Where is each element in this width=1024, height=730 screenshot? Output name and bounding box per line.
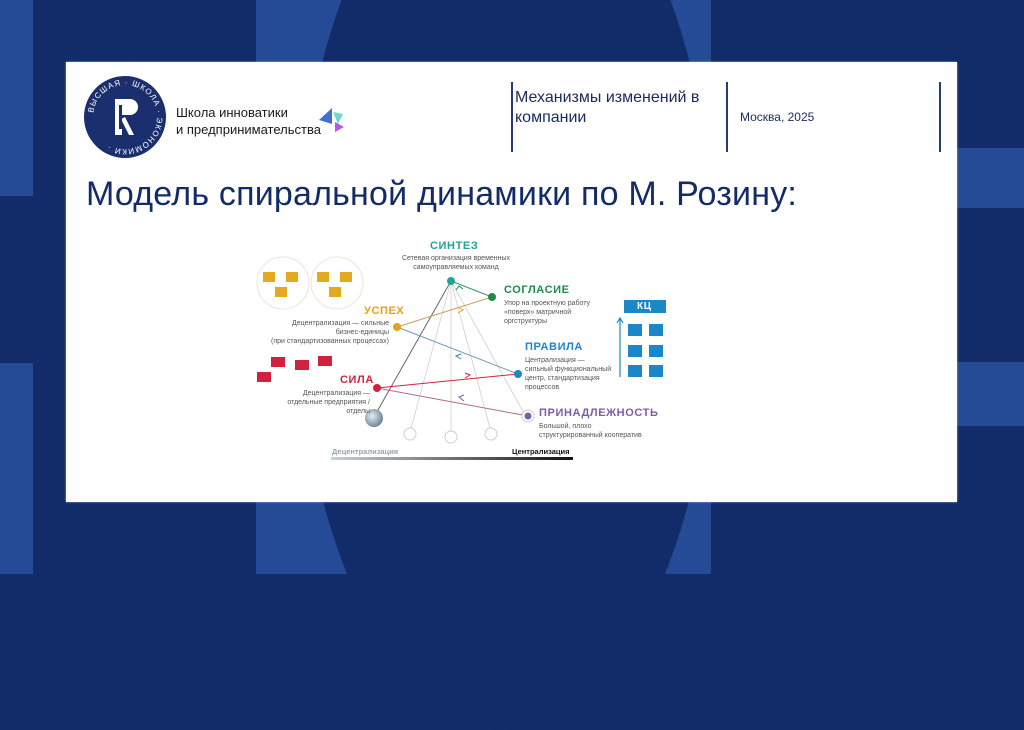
school-triangles-icon	[319, 108, 344, 132]
desc-line: Децентрализация —	[302, 390, 370, 397]
desc-line: структурированный кооператив	[539, 432, 642, 439]
school-name-line2: и предпринимательства	[176, 122, 321, 137]
header-divider-2	[726, 82, 728, 152]
bg-right-strip-2	[957, 362, 1024, 426]
stage-title-uspeh: УСПЕХ	[364, 305, 405, 317]
stage-title-sila: СИЛА	[340, 374, 374, 386]
hse-logo-icon: ВЫСШАЯ · ШКОЛА · ЭКОНОМИКИ ·	[84, 76, 166, 158]
desc-line: центр, стандартизация	[525, 375, 600, 382]
desc-line: Большой, плохо	[539, 423, 592, 430]
spiral-lines	[256, 256, 666, 460]
header-divider-1	[511, 82, 513, 152]
city-year: Москва, 2025	[740, 110, 815, 124]
stage-desc-uspeh: Децентрализация — сильные бизнес-единицы…	[256, 319, 389, 346]
header-divider-3	[939, 82, 941, 152]
spiral-dynamics-diagram: СИНТЕЗ Сетевая организация временных сам…	[246, 237, 686, 467]
stage-desc-prinadlezhnost: Большой, плохо структурированный коопера…	[539, 422, 642, 440]
desc-line: Упор на проектную работу	[504, 300, 591, 307]
bg-right-strip-1	[957, 148, 1024, 208]
bg-left-strip-top	[0, 0, 33, 196]
desc-line: отдельные предприятия /	[287, 399, 370, 406]
desc-line: «поверх» матричной	[504, 309, 572, 316]
bg-left-strip-bottom	[0, 363, 33, 574]
school-name: Школа инноватики и предпринимательства	[176, 104, 321, 138]
desc-line: (при стандартизованных процессах)	[271, 338, 389, 345]
stage-title-soglasie: СОГЛАСИЕ	[504, 284, 570, 296]
stage-desc-sila: Децентрализация — отдельные предприятия …	[266, 389, 370, 416]
desc-line: Централизация —	[525, 357, 585, 364]
course-title: Механизмы изменений в компании	[515, 89, 700, 126]
kc-label: КЦ	[637, 301, 652, 312]
desc-line: Децентрализация — сильные	[292, 320, 389, 327]
desc-line: сильный функциональный	[525, 366, 612, 373]
stage-title-prinadlezhnost: ПРИНАДЛЕЖНОСТЬ	[539, 407, 659, 419]
desc-line: процессов	[525, 384, 560, 391]
axis-label-decentralization: Децентрализация	[332, 447, 399, 456]
page-title: Модель спиральной динамики по М. Розину:	[86, 175, 798, 213]
desc-line: отделы	[346, 408, 370, 415]
stage-title-pravila: ПРАВИЛА	[525, 341, 583, 353]
desc-line: бизнес-единицы	[335, 329, 389, 336]
bg-left-panel	[33, 0, 66, 574]
school-name-line1: Школа инноватики	[176, 105, 288, 120]
desc-line: Сетевая организация временных	[401, 255, 511, 262]
axis-label-centralization: Централизация	[512, 447, 570, 456]
stage-desc-sintez: Сетевая организация временных самоуправл…	[391, 254, 521, 272]
stage-desc-pravila: Централизация — сильный функциональный ц…	[525, 356, 611, 392]
slide: ВЫСШАЯ · ШКОЛА · ЭКОНОМИКИ · Школа иннов…	[66, 62, 957, 502]
desc-line: оргструктуры	[504, 318, 547, 325]
stage-desc-soglasie: Упор на проектную работу «поверх» матрич…	[504, 299, 590, 326]
stage-title-sintez: СИНТЕЗ	[430, 240, 479, 252]
desc-line: самоуправляемых команд	[413, 264, 499, 271]
